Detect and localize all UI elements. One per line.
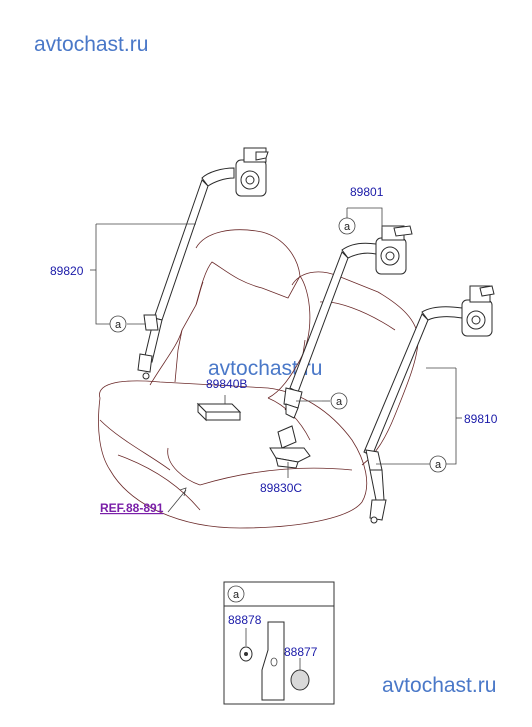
inset-detail-a: a 88878 88877: [223, 581, 335, 705]
svg-text:a: a: [344, 221, 351, 233]
rear-seat-back-left: [149, 229, 311, 399]
svg-text:a: a: [115, 319, 122, 331]
marker-a-2: a: [338, 217, 356, 235]
label-89820: 89820: [50, 264, 84, 278]
part-88877-cap: [290, 669, 310, 691]
belt-89820-left: [137, 147, 269, 380]
marker-a-3: a: [330, 392, 348, 410]
label-89840B: 89840B: [206, 377, 247, 391]
watermark-top-left: avtochast.ru: [34, 33, 149, 56]
belt-89810-right: [363, 285, 495, 524]
label-89810: 89810: [464, 412, 498, 426]
svg-text:a: a: [336, 396, 343, 408]
label-88878: 88878: [228, 613, 262, 627]
label-88877: 88877: [284, 645, 318, 659]
buckle-89840B: [196, 402, 242, 422]
marker-a-4: a: [429, 455, 447, 473]
svg-text:a: a: [435, 459, 442, 471]
buckle-89830C: [269, 425, 311, 469]
leader-lines: [90, 207, 462, 513]
ref-link-88-891[interactable]: REF.88-891: [100, 501, 164, 515]
belt-89801-center: [283, 225, 413, 419]
inset-header: a: [233, 589, 240, 601]
marker-a-1: a: [109, 315, 127, 333]
label-89830C: 89830C: [260, 481, 302, 495]
watermark-bottom-right: avtochast.ru: [382, 674, 497, 697]
label-89801: 89801: [350, 185, 384, 199]
watermark-center: avtochast.ru: [208, 357, 323, 380]
rear-seat-cushion: [98, 380, 368, 529]
